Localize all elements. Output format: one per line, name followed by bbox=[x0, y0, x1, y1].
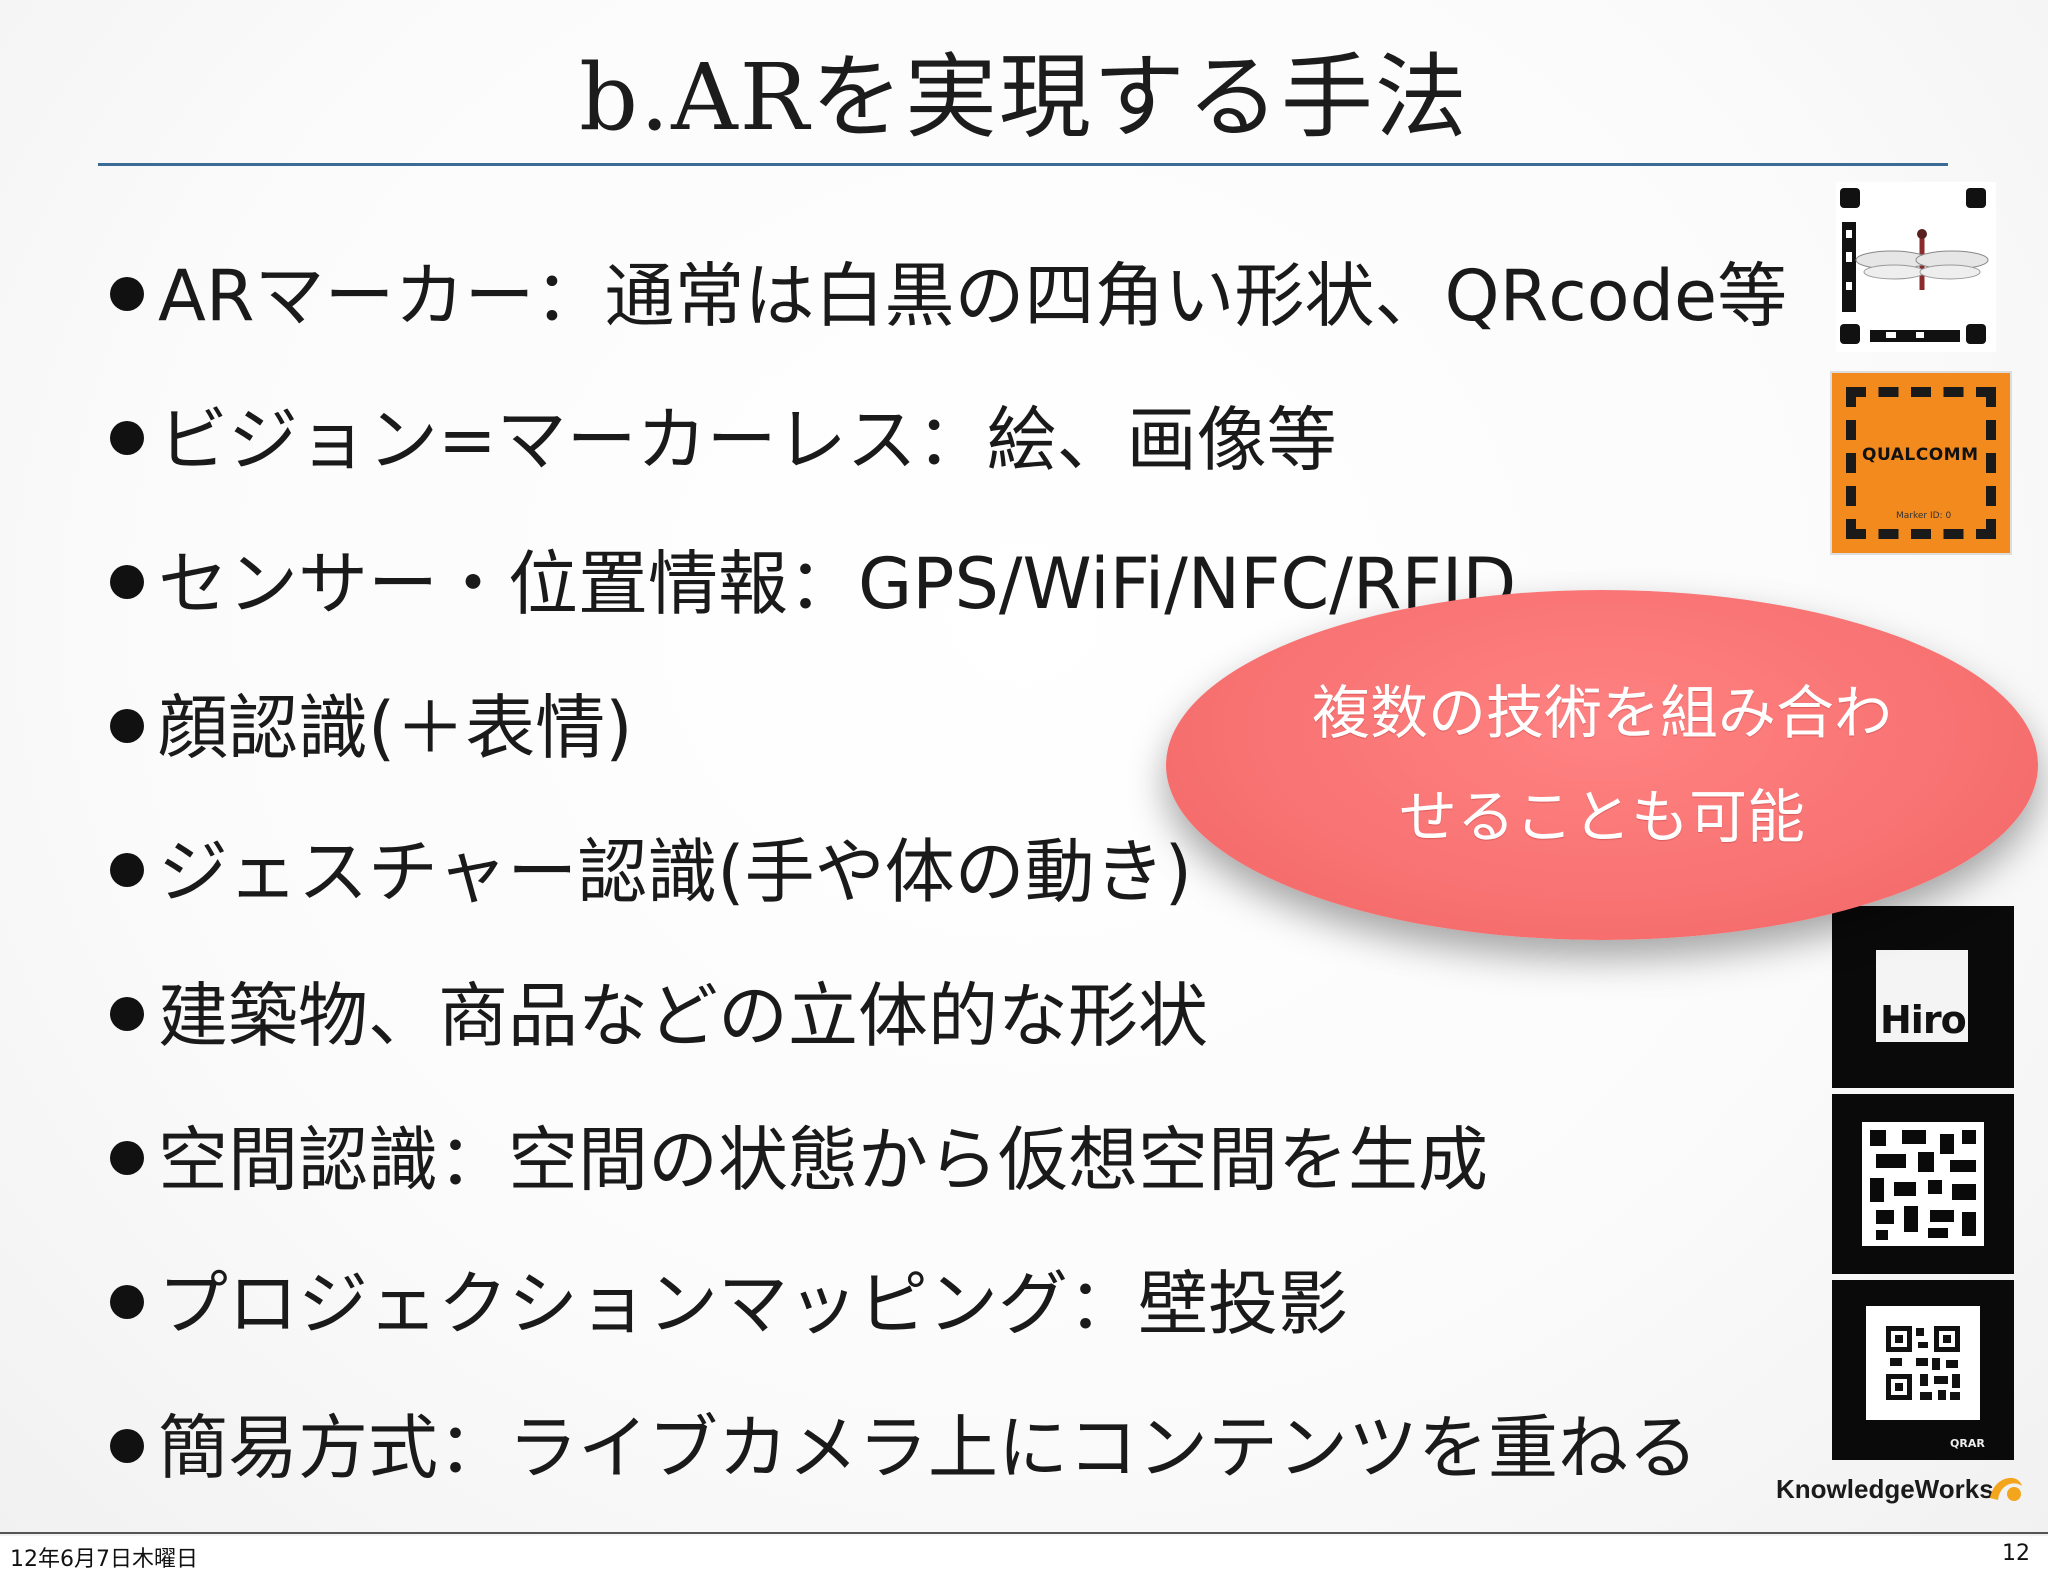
bullet-item: ARマーカー：通常は白黒の四角い形状、QRcode等 bbox=[110, 218, 1830, 362]
bullet-dot-icon bbox=[110, 565, 144, 599]
bullet-dot-icon bbox=[110, 709, 144, 743]
bullet-item: 建築物、商品などの立体的な形状 bbox=[110, 938, 1830, 1082]
bullet-text: 建築物、商品などの立体的な形状 bbox=[158, 974, 1208, 1057]
callout-line-2: せることも可能 bbox=[1398, 783, 1805, 851]
qualcomm-marker-image: QUALCOMM Marker ID: 0 bbox=[1832, 373, 2010, 553]
bullet-item: ジェスチャー認識(手や体の動き) bbox=[110, 794, 1830, 938]
bullet-dot-icon bbox=[110, 421, 144, 455]
bullet-list: ARマーカー：通常は白黒の四角い形状、QRcode等 ビジョン=マーカーレス：絵… bbox=[110, 218, 1830, 1514]
bullet-text: ビジョン=マーカーレス：絵、画像等 bbox=[158, 398, 1337, 481]
footer-date: 12年6月7日木曜日 bbox=[10, 1547, 198, 1572]
bullet-item: 空間認識：空間の状態から仮想空間を生成 bbox=[110, 1082, 1830, 1226]
qrar-inner-area bbox=[1866, 1306, 1980, 1420]
bullet-text: センサー・位置情報：GPS/WiFi/NFC/RFID bbox=[158, 542, 1517, 625]
slide: b.ARを実現する手法 ARマーカー：通常は白黒の四角い形状、QRcode等 ビ… bbox=[0, 0, 2048, 1536]
bullet-dot-icon bbox=[110, 853, 144, 887]
knowledgeworks-logo-text: KnowledgeWorks bbox=[1776, 1474, 1994, 1504]
bullet-dot-icon bbox=[110, 997, 144, 1031]
knowledgeworks-logo-icon bbox=[1990, 1477, 2022, 1501]
bullet-dot-icon bbox=[110, 277, 144, 311]
slide-title: b.ARを実現する手法 bbox=[579, 44, 1469, 151]
bullet-item: 顔認識(＋表情) bbox=[110, 650, 1830, 794]
bullet-text: プロジェクションマッピング：壁投影 bbox=[158, 1262, 1348, 1345]
bullet-item: プロジェクションマッピング：壁投影 bbox=[110, 1226, 1830, 1370]
bullet-text: ARマーカー：通常は白黒の四角い形状、QRcode等 bbox=[158, 254, 1788, 337]
bullet-dot-icon bbox=[110, 1429, 144, 1463]
hiro-label: Hiro bbox=[1880, 998, 1967, 1042]
footer-divider bbox=[0, 1532, 2048, 1534]
bullet-item: センサー・位置情報：GPS/WiFi/NFC/RFID bbox=[110, 506, 1830, 650]
bullet-item: ビジョン=マーカーレス：絵、画像等 bbox=[110, 362, 1830, 506]
title-divider bbox=[98, 163, 1948, 166]
hiro-marker-image: Hiro bbox=[1832, 906, 2014, 1088]
page-number: 12 bbox=[2002, 1541, 2030, 1566]
marker-id-text: Marker ID: 0 bbox=[1896, 511, 1952, 521]
bullet-item: 簡易方式：ライブカメラ上にコンテンツを重ねる bbox=[110, 1370, 1830, 1514]
bullet-text: 空間認識：空間の状態から仮想空間を生成 bbox=[158, 1118, 1488, 1201]
marker-frame bbox=[1846, 387, 1996, 539]
bullet-dot-icon bbox=[110, 1285, 144, 1319]
qrar-marker-image: QRAR bbox=[1832, 1280, 2014, 1460]
qualcomm-brand-text: QUALCOMM bbox=[1862, 445, 1979, 465]
callout-bubble: 複数の技術を組み合わ せることも可能 bbox=[1166, 590, 2038, 940]
callout-line-1: 複数の技術を組み合わ bbox=[1311, 679, 1892, 747]
bullet-text: ジェスチャー認識(手や体の動き) bbox=[158, 830, 1192, 913]
bullet-text: 簡易方式：ライブカメラ上にコンテンツを重ねる bbox=[158, 1406, 1698, 1489]
qrar-label: QRAR bbox=[1950, 1437, 1985, 1450]
hiro-inner-square bbox=[1876, 950, 1968, 1042]
dragonfly-marker-image bbox=[1836, 182, 1996, 352]
bullet-text: 顔認識(＋表情) bbox=[158, 686, 633, 769]
pattern-marker-image bbox=[1832, 1094, 2014, 1274]
bullet-dot-icon bbox=[110, 1141, 144, 1175]
